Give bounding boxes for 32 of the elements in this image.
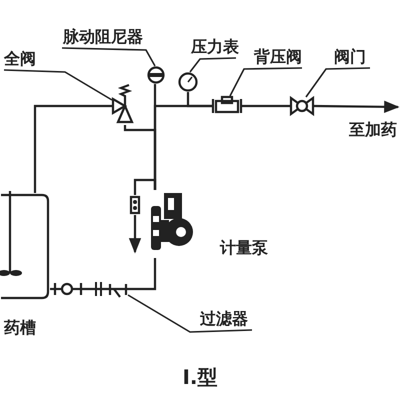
leader-line [229,67,302,96]
pipe-line [242,104,290,108]
pulsation-damper-symbol [147,66,165,84]
flow-indicator-symbol [129,195,141,215]
pipe-line [314,100,400,113]
leader-line [189,57,236,72]
pipe-line [50,288,54,290]
component-label: 过滤器 [196,308,252,330]
component-label: 背压阀 [250,46,306,68]
leader-line [128,294,252,333]
component-label: 药槽 [4,320,36,336]
component-label: 阀门 [330,46,370,68]
component-label: 压力表 [188,36,242,58]
component-label: 计量泵 [220,240,268,256]
pressure-gauge-symbol [178,72,198,92]
leader-line [4,69,112,101]
pipe-line [82,288,108,290]
back-pressure-valve-symbol [212,96,242,114]
component-label: 脉动阻尼器 [58,26,148,48]
component-label: 全阀 [0,48,40,70]
pipe-line [34,104,112,193]
component-label: 至加药 [346,107,400,138]
ball-valve-symbol [54,282,82,296]
pipe-line [134,178,156,195]
tank-drawing [0,193,50,300]
leader-line [305,67,370,98]
pipe-line [128,258,156,290]
leader-line [62,47,156,66]
valve-symbol [290,97,314,115]
pipe-line [128,215,142,254]
caption: I.型 [181,364,219,391]
pipe-line [186,92,212,108]
